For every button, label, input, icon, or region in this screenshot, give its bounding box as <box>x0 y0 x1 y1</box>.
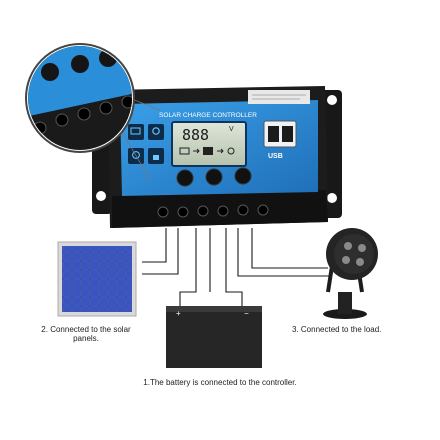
spotlight-lamp <box>323 228 378 319</box>
gear-icon <box>152 127 160 135</box>
zoom-inset <box>25 43 161 181</box>
led-icon <box>344 242 352 250</box>
button-middle[interactable] <box>205 168 223 186</box>
battery-icon <box>130 127 141 135</box>
icon-panel <box>128 124 164 164</box>
clock-icon <box>132 151 140 159</box>
battery-minus: − <box>244 309 249 318</box>
lcd-solar-panel-icon <box>179 147 190 155</box>
lock-icon <box>153 155 159 160</box>
solar-panel <box>57 241 137 317</box>
wires <box>142 228 330 306</box>
spec-sticker <box>248 90 310 104</box>
mount-hole-icon <box>327 95 337 105</box>
mount-hole-icon <box>96 191 106 201</box>
lcd-bulb-icon <box>227 147 235 155</box>
usb-ports: USB <box>263 120 297 160</box>
lcd-display: 888 V <box>171 121 247 167</box>
lcd-arrow-icon <box>217 148 224 154</box>
led-icon <box>356 258 364 266</box>
lcd-unit: V <box>229 126 234 133</box>
usb-port[interactable] <box>268 126 279 142</box>
led-icon <box>358 244 366 252</box>
solar-panel-label: 2. Connected to the solar panels. <box>41 325 131 343</box>
controller-title: SOLAR CHARGE CONTROLLER <box>159 112 257 119</box>
lcd-battery-icon <box>203 147 213 155</box>
battery: + − <box>166 306 262 368</box>
charge-controller: SOLAR CHARGE CONTROLLER 888 V <box>92 86 342 228</box>
led-icon <box>342 256 350 264</box>
usb-port[interactable] <box>282 126 293 142</box>
button-right[interactable] <box>234 167 252 185</box>
terminal-screws <box>157 204 269 218</box>
lcd-arrow-icon <box>193 148 200 154</box>
mount-hole-icon <box>327 193 337 203</box>
button-left[interactable] <box>176 169 194 187</box>
battery-plus: + <box>176 309 181 318</box>
lcd-digits: 888 <box>182 126 209 144</box>
load-label: 3. Connected to the load. <box>292 325 382 334</box>
control-buttons <box>176 167 252 187</box>
battery-label: 1.The battery is connected to the contro… <box>143 378 297 387</box>
usb-label: USB <box>268 153 283 160</box>
